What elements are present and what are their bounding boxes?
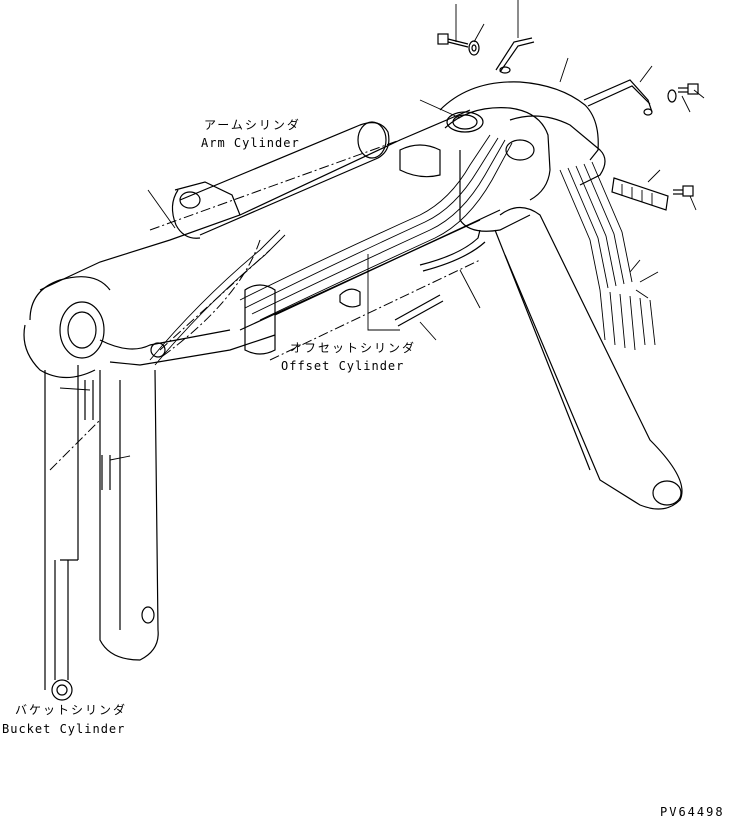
washer-top <box>468 40 480 56</box>
swing-bracket-shape <box>399 81 606 232</box>
leader-lines <box>59 0 705 461</box>
washer-right <box>667 89 677 103</box>
left-arm-shape <box>84 369 159 661</box>
clamp-top <box>495 37 535 74</box>
right-hose-bundle <box>559 161 656 351</box>
offset-fittings <box>339 229 486 327</box>
bracket-clamp-right <box>583 79 653 116</box>
drawing-code: PV64498 <box>660 805 725 819</box>
bucket-cylinder-label-en: Bucket Cylinder <box>2 722 126 736</box>
centerlines <box>49 139 481 471</box>
boom-shape <box>23 109 501 379</box>
offset-cylinder-label-en: Offset Cylinder <box>281 359 405 373</box>
bucket-cylinder-label-jp: バケットシリンダ <box>15 703 128 717</box>
arm-cylinder-label-en: Arm Cylinder <box>201 136 300 150</box>
block-right <box>611 177 669 211</box>
bolt-top-left <box>437 33 469 48</box>
right-arm-shape <box>494 206 683 510</box>
bolt-right-top <box>678 83 699 95</box>
bucket-cylinder-shape <box>44 365 79 701</box>
arm-cylinder-shape <box>171 121 390 239</box>
bolt-right-mid <box>673 185 694 197</box>
arm-cylinder-label-jp: アームシリンダ <box>204 118 301 132</box>
offset-cylinder-label-jp: オフセットシリンダ <box>290 341 417 355</box>
